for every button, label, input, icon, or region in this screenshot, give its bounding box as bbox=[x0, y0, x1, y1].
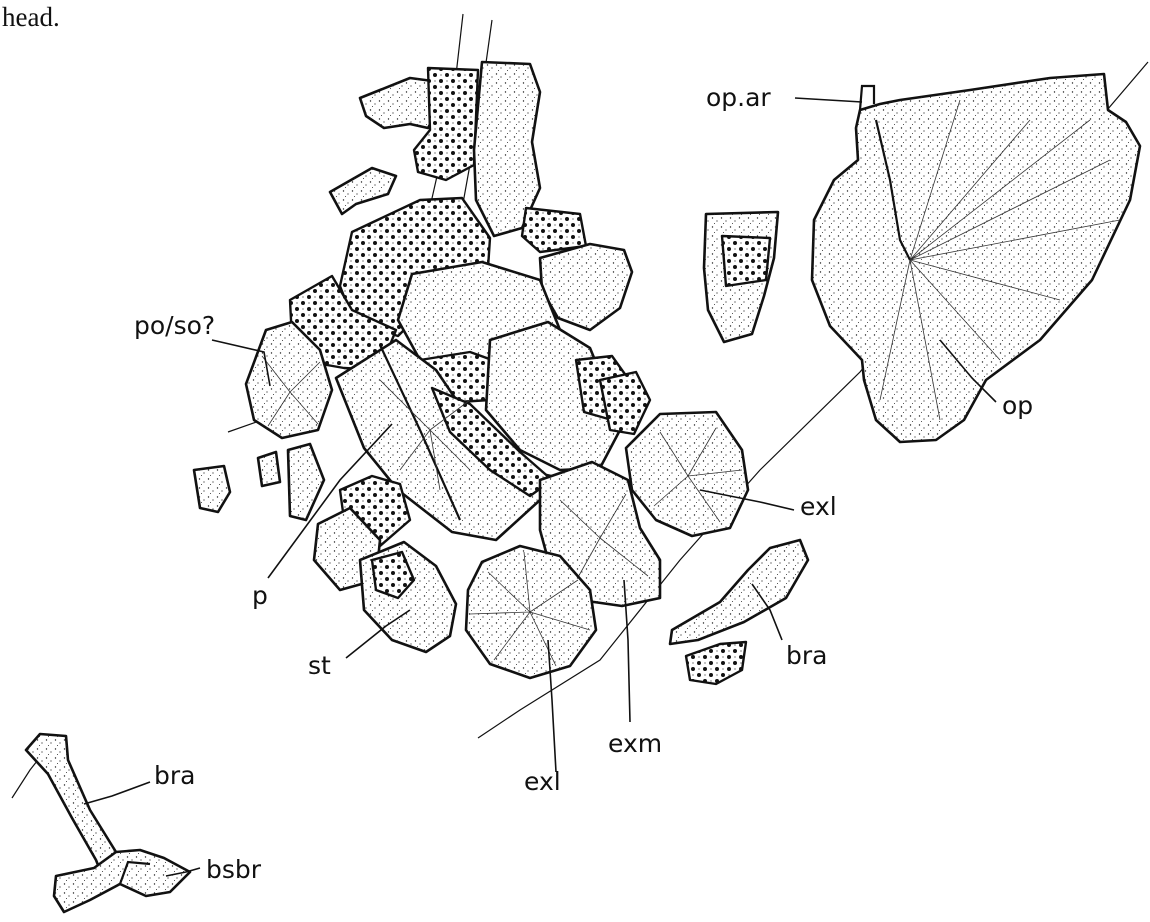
label-op-ar: op.ar bbox=[706, 83, 771, 112]
label-bra-right: bra bbox=[786, 641, 827, 670]
label-exm: exm bbox=[608, 729, 662, 758]
label-st: st bbox=[308, 651, 331, 680]
label-po-so: po/so? bbox=[134, 311, 215, 340]
label-bsbr: bsbr bbox=[206, 855, 262, 884]
label-exl-upper: exl bbox=[800, 492, 837, 521]
label-bra-left: bra bbox=[154, 761, 195, 790]
operculum bbox=[812, 74, 1140, 442]
label-p: p bbox=[252, 581, 268, 610]
small-left-fragments bbox=[194, 444, 324, 520]
label-op: op bbox=[1002, 391, 1033, 420]
label-exl-lower: exl bbox=[524, 767, 561, 796]
